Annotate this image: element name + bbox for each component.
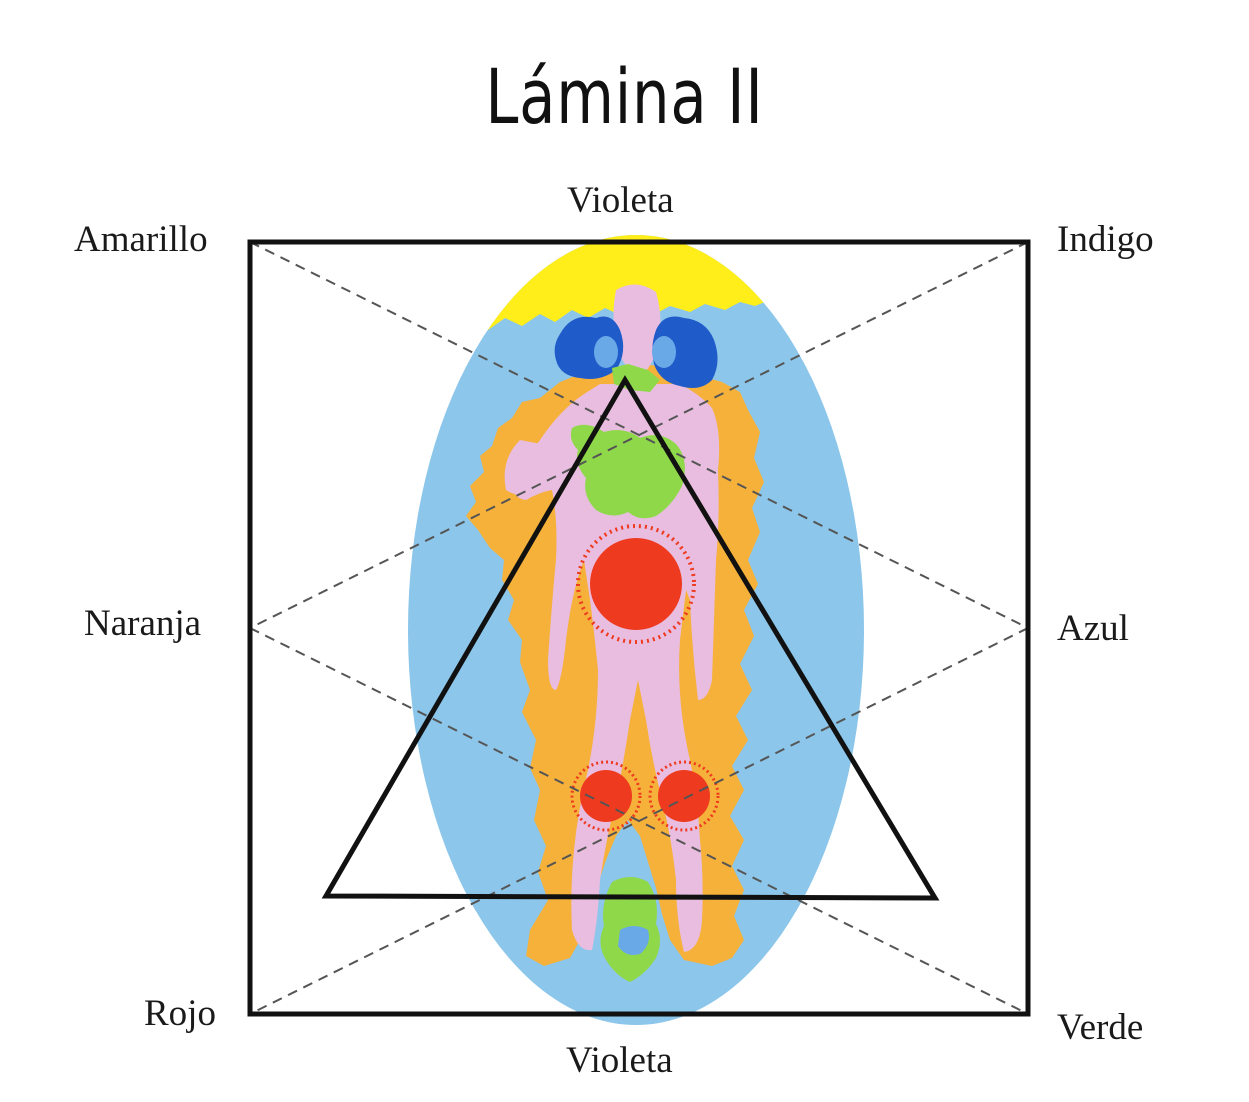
label-top-center: Violeta bbox=[567, 182, 674, 219]
label-top-right: Indigo bbox=[1057, 221, 1154, 258]
label-top-left: Amarillo bbox=[74, 221, 208, 258]
label-bottom-center: Violeta bbox=[566, 1042, 673, 1079]
label-bottom-right: Verde bbox=[1057, 1009, 1143, 1046]
label-middle-right: Azul bbox=[1057, 610, 1129, 647]
label-bottom-left: Rojo bbox=[144, 995, 216, 1032]
label-middle-left: Naranja bbox=[84, 605, 201, 642]
